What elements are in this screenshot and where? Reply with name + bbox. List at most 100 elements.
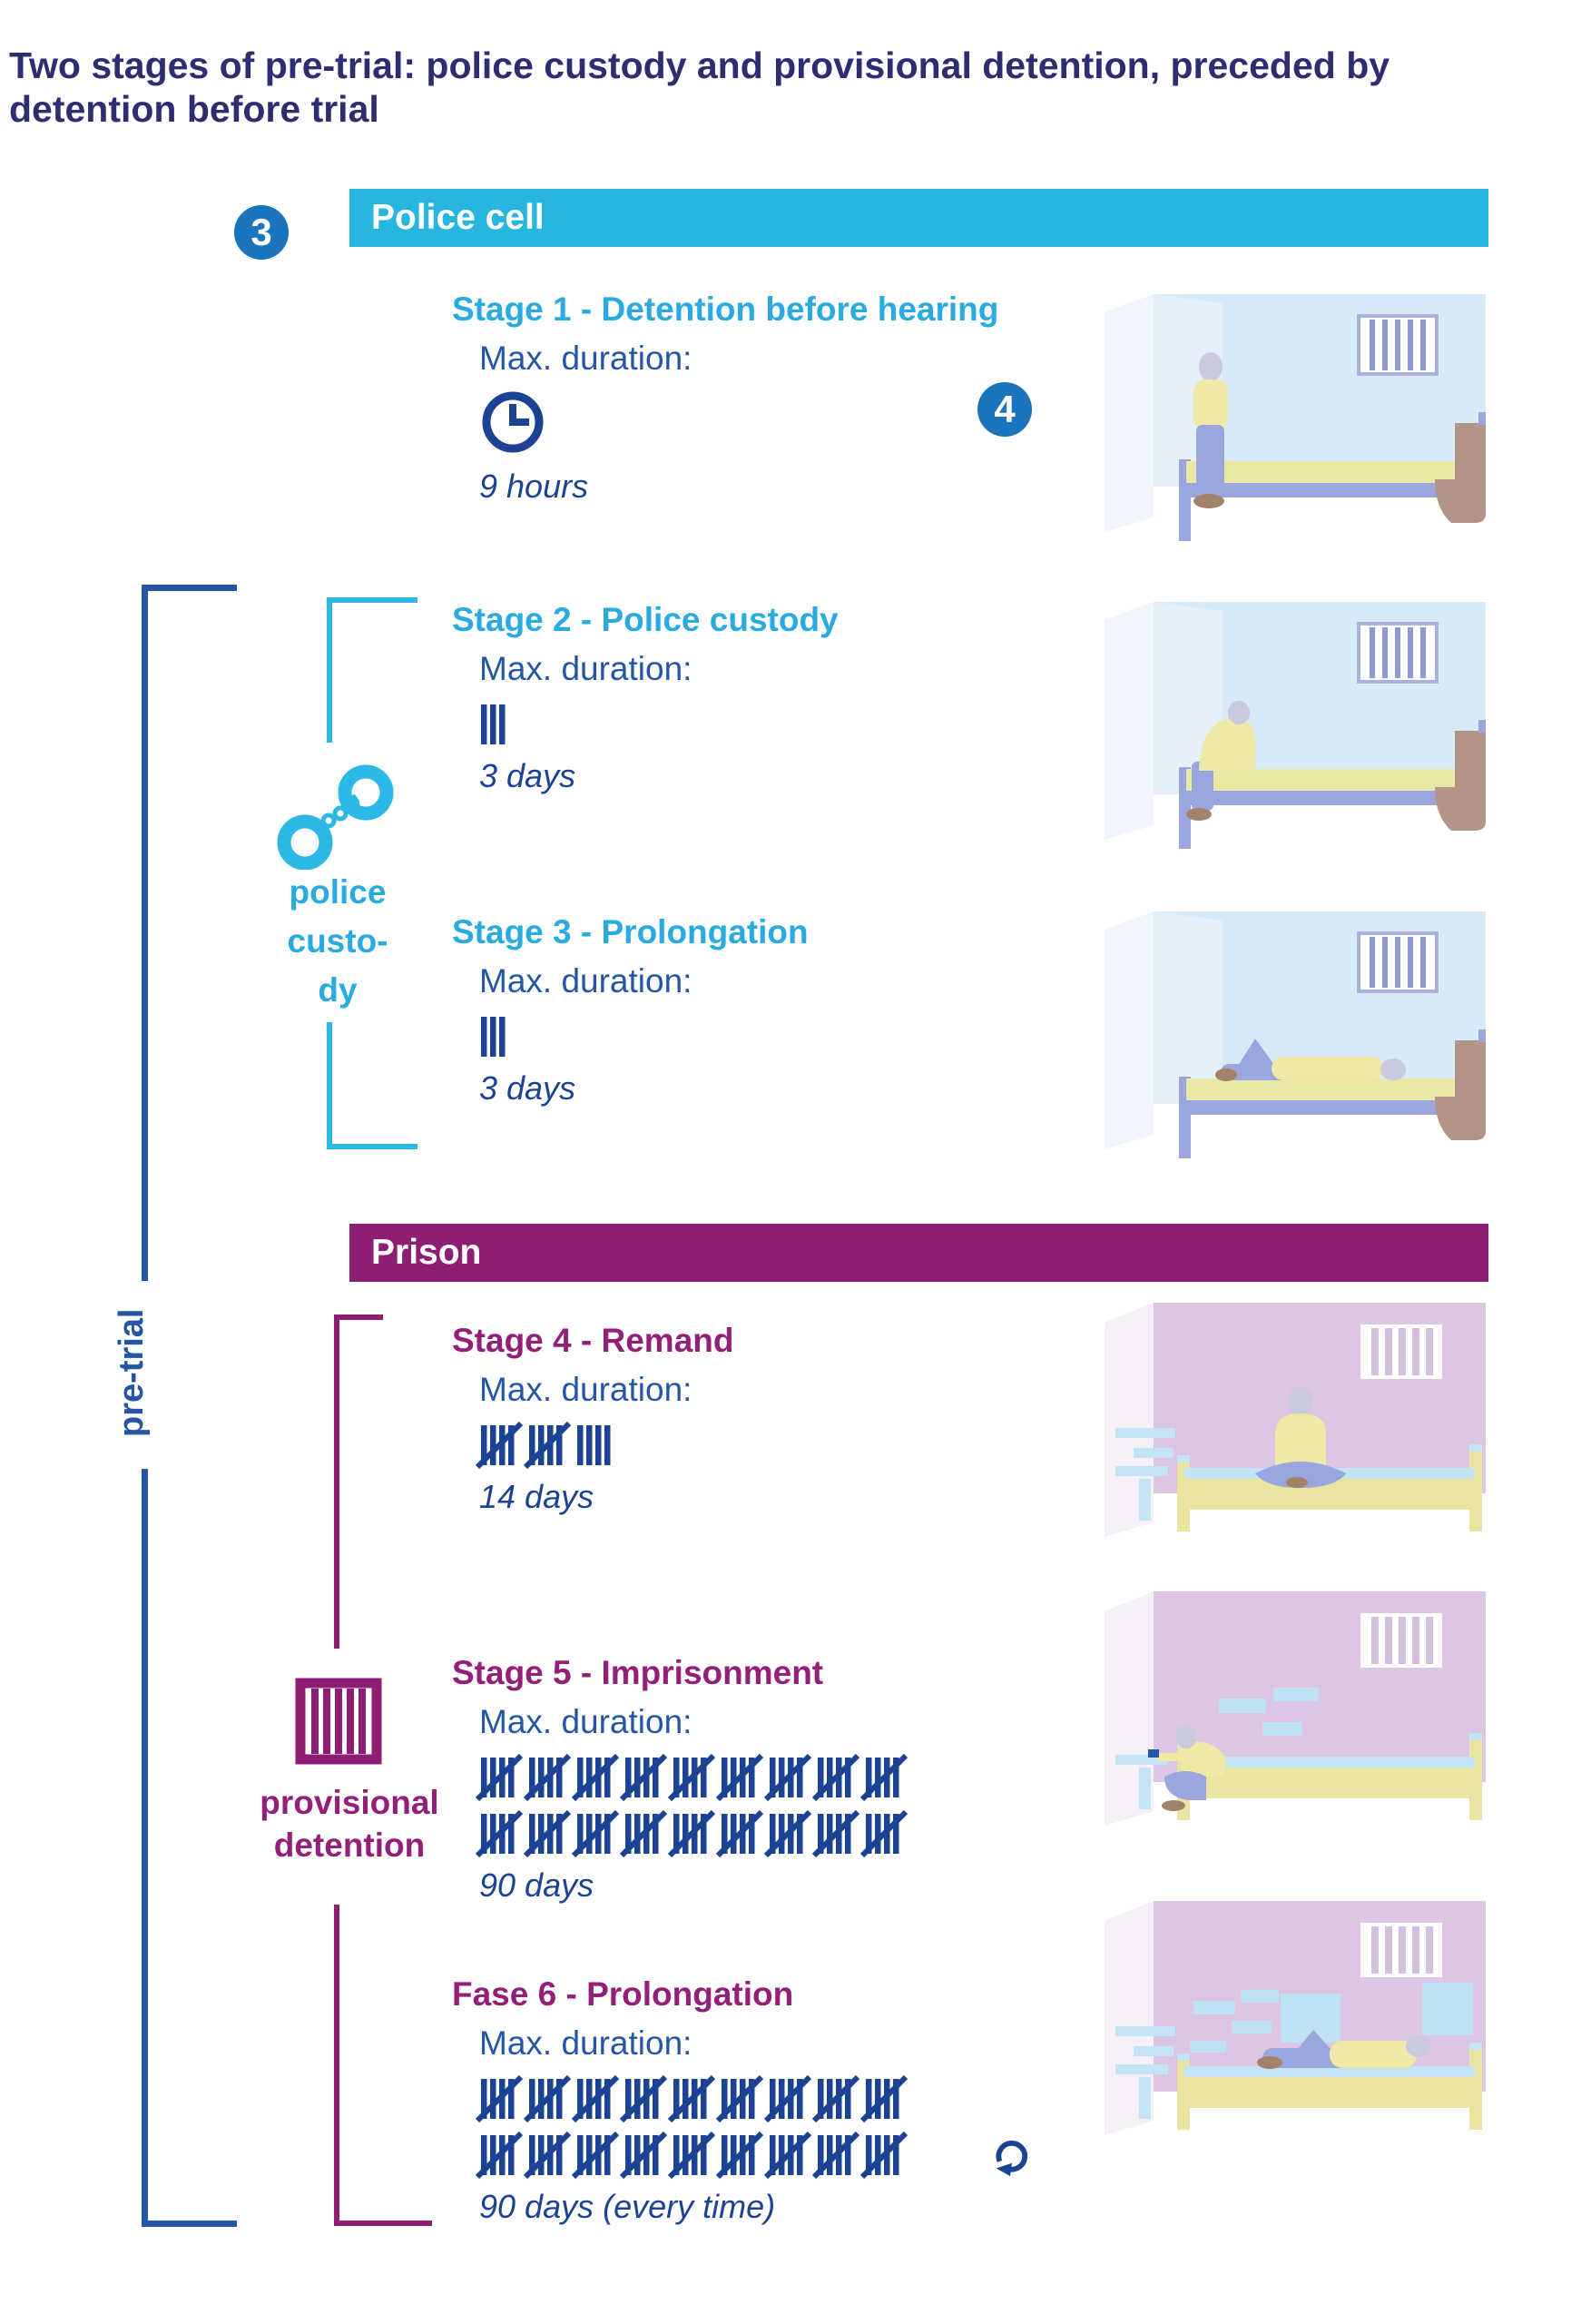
tally-group: [571, 1809, 620, 1858]
tally-group: [715, 1753, 764, 1802]
provisional-detention-label-line2: detention: [273, 1827, 426, 1864]
tally-group: [523, 2131, 572, 2180]
tally-row: [475, 2130, 1096, 2181]
tally-group: [667, 2074, 716, 2123]
stage-5-duration: 90 days: [479, 1866, 594, 1904]
tally-group: [481, 704, 506, 744]
step-badge-4-number: 4: [994, 388, 1016, 430]
tally-row: [479, 699, 1096, 750]
tally-group: [475, 1421, 524, 1470]
police-custody-label-line3: dy: [318, 971, 358, 1009]
police-custody-label-line1: police: [289, 873, 387, 911]
provisional-detention-bracket-bottom: [334, 1905, 432, 2226]
stage-3-max-duration-label: Max. duration:: [479, 962, 692, 1000]
police-custody-label: police custo- dy: [236, 868, 439, 1015]
tally-group: [859, 2131, 908, 2180]
tally-group: [763, 2074, 812, 2123]
tally-group: [667, 2131, 716, 2180]
provisional-detention-label: provisional detention: [229, 1781, 470, 1866]
police-custody-bracket-bottom: [327, 1022, 417, 1149]
stage-6-title: Fase 6 - Prolongation: [452, 1975, 794, 2013]
handcuffs-icon: [272, 763, 399, 874]
prison-cell-illustration-crouching: [1103, 1584, 1488, 1837]
tally-row: [479, 1011, 1096, 1062]
police-custody-bracket-top: [327, 597, 417, 743]
stage-5-tally-marks: [475, 1752, 1096, 1859]
tally-group: [859, 1753, 908, 1802]
inmate-figure-lying: [1215, 1039, 1406, 1081]
tally-group: [475, 2074, 524, 2123]
stage-4-tally-marks: [475, 1420, 1096, 1471]
tally-row: [475, 1808, 1096, 1859]
stage-4-max-duration-label: Max. duration:: [479, 1371, 692, 1408]
tally-group: [619, 1753, 668, 1802]
stage-1-title: Stage 1 - Detention before hearing: [452, 290, 999, 328]
prison-bars-icon: [295, 1678, 382, 1769]
stage-1-duration: 9 hours: [479, 468, 589, 505]
police-cell-section-label: Police cell: [371, 198, 545, 237]
tally-group: [811, 1809, 860, 1858]
tally-row: [475, 1420, 1096, 1471]
tally-group: [475, 1809, 524, 1858]
tally-group: [811, 2074, 860, 2123]
step-badge-3-number: 3: [250, 211, 272, 253]
stage-6-duration: 90 days (every time): [479, 2188, 776, 2225]
page-title: Two stages of pre-trial: police custody …: [9, 44, 1390, 131]
tally-group: [667, 1753, 716, 1802]
stage-5-title: Stage 5 - Imprisonment: [452, 1654, 824, 1691]
stage-4-block: Stage 4 - Remand Max. duration: 14 days: [452, 1322, 1096, 1516]
stage-2-duration: 3 days: [479, 757, 576, 794]
stage-6-tally-marks: [475, 2073, 1096, 2181]
stage-2-tally-marks: [479, 699, 1096, 750]
pre-trial-label: pre-trial: [113, 1308, 151, 1437]
stage-3-title: Stage 3 - Prolongation: [452, 913, 809, 950]
repeat-icon: [989, 2135, 1033, 2183]
tally-group: [715, 2074, 764, 2123]
inmate-figure-lying-curled: [1257, 2030, 1431, 2069]
tally-group: [475, 2131, 524, 2180]
tally-group: [523, 2074, 572, 2123]
stage-5-block: Stage 5 - Imprisonment Max. duration: 90…: [452, 1654, 1096, 1905]
tally-group: [619, 2131, 668, 2180]
tally-group: [763, 1809, 812, 1858]
tally-row: [475, 1752, 1096, 1803]
tally-group: [667, 1809, 716, 1858]
stage-3-duration: 3 days: [479, 1069, 576, 1107]
tally-group: [571, 2131, 620, 2180]
stage-6-max-duration-label: Max. duration:: [479, 2024, 692, 2062]
tally-group: [577, 1425, 611, 1465]
stage-5-max-duration-label: Max. duration:: [479, 1703, 692, 1740]
inmate-figure-crouching: [1148, 1725, 1226, 1811]
pre-trial-bracket-top: [142, 585, 237, 1281]
stage-3-tally-marks: [479, 1011, 1096, 1062]
tally-group: [523, 1809, 572, 1858]
provisional-detention-label-line1: provisional: [260, 1784, 439, 1821]
tally-group: [619, 2074, 668, 2123]
prison-cell-illustration-lying: [1103, 1894, 1488, 2146]
inmate-figure-standing: [1193, 352, 1228, 508]
tally-group: [763, 2131, 812, 2180]
police-cell-section-bar: Police cell: [349, 189, 1488, 247]
pre-trial-bracket-bottom: [142, 1469, 237, 2227]
stage-4-title: Stage 4 - Remand: [452, 1322, 734, 1359]
stage-4-duration: 14 days: [479, 1478, 594, 1515]
stage-1-block: Stage 1 - Detention before hearing Max. …: [452, 290, 1096, 506]
tally-group: [811, 1753, 860, 1802]
inmate-figure-crosslegged: [1255, 1387, 1346, 1488]
tally-group: [859, 2074, 908, 2123]
step-badge-4: 4: [977, 382, 1032, 437]
stage-3-block: Stage 3 - Prolongation Max. duration: 3 …: [452, 913, 1096, 1108]
tally-group: [571, 1753, 620, 1802]
stage-2-max-duration-label: Max. duration:: [479, 650, 692, 687]
police-cell-illustration-standing: [1103, 289, 1488, 545]
stage-6-block: Fase 6 - Prolongation Max. duration: 90 …: [452, 1975, 1096, 2226]
stage-1-max-duration-label: Max. duration:: [479, 340, 692, 377]
tally-group: [571, 2074, 620, 2123]
step-badge-3: 3: [234, 205, 289, 260]
tally-group: [523, 1753, 572, 1802]
tally-group: [715, 1809, 764, 1858]
police-custody-label-line2: custo-: [287, 922, 388, 960]
tally-group: [619, 1809, 668, 1858]
tally-group: [481, 1017, 506, 1057]
